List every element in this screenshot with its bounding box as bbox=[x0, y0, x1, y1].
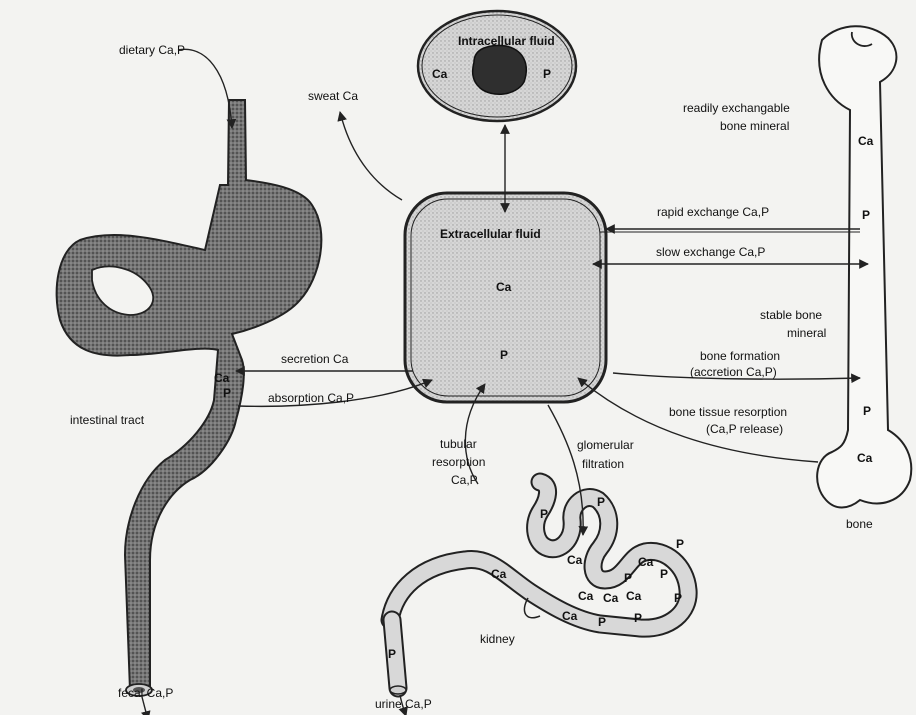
stable-bone-label-line2: mineral bbox=[787, 326, 826, 340]
intracellular-label: Intracellular fluid bbox=[458, 34, 555, 48]
kidney-ca-3: Ca bbox=[491, 567, 507, 581]
kidney-ca-2: Ca bbox=[638, 555, 654, 569]
kidney-ca-7: Ca bbox=[562, 609, 578, 623]
glomerular-label-line1: glomerular bbox=[577, 438, 634, 452]
gut-p: P bbox=[223, 386, 231, 400]
extracellular-ca: Ca bbox=[496, 280, 512, 294]
kidney-p-3: P bbox=[676, 537, 684, 551]
bone-ca-top: Ca bbox=[858, 134, 874, 148]
bone-formation-label-line2: (accretion Ca,P) bbox=[690, 365, 777, 379]
kidney-ca-1: Ca bbox=[567, 553, 583, 567]
extracellular-fluid-compartment bbox=[405, 193, 606, 402]
fecal-label: fecal Ca,P bbox=[118, 686, 173, 700]
kidney-p-4: P bbox=[624, 571, 632, 585]
dietary-intake-arrow bbox=[178, 49, 232, 128]
kidney-p-8: P bbox=[634, 611, 642, 625]
rapid-exchange-label: rapid exchange Ca,P bbox=[657, 205, 769, 219]
glomerular-label-line2: filtration bbox=[582, 457, 624, 471]
dietary-label: dietary Ca,P bbox=[119, 43, 185, 57]
extracellular-p: P bbox=[500, 348, 508, 362]
intracellular-p: P bbox=[543, 67, 551, 81]
kidney-ca-5: Ca bbox=[603, 591, 619, 605]
kidney-p-7: P bbox=[598, 615, 606, 629]
bone-resorption-label-line2: (Ca,P release) bbox=[706, 422, 783, 436]
secretion-label: secretion Ca bbox=[281, 352, 349, 366]
gut-ca: Ca bbox=[214, 371, 230, 385]
bone-resorption-label-line1: bone tissue resorption bbox=[669, 405, 787, 419]
readily-exchangable-label-line1: readily exchangable bbox=[683, 101, 790, 115]
sweat-loss-arrow bbox=[340, 112, 402, 200]
tubular-label-line3: Ca,P bbox=[451, 473, 478, 487]
stable-bone-label-line1: stable bone bbox=[760, 308, 822, 322]
bone-formation-label-line1: bone formation bbox=[700, 349, 780, 363]
sweat-label: sweat Ca bbox=[308, 89, 358, 103]
kidney-p-1: P bbox=[540, 507, 548, 521]
urine-label: urine Ca,P bbox=[375, 697, 432, 711]
kidney-p-9: P bbox=[388, 647, 396, 661]
kidney-p-6: P bbox=[674, 591, 682, 605]
kidney-ca-4: Ca bbox=[578, 589, 594, 603]
tubular-label-line2: resorption bbox=[432, 455, 485, 469]
readily-exchangable-label-line2: bone mineral bbox=[720, 119, 789, 133]
bone-p-bottom: P bbox=[863, 404, 871, 418]
bone-ca-bottom: Ca bbox=[857, 451, 873, 465]
bone-label: bone bbox=[846, 517, 873, 531]
intestinal-tract-label: intestinal tract bbox=[70, 413, 145, 427]
intracellular-fluid-cell bbox=[418, 11, 576, 121]
intracellular-ca: Ca bbox=[432, 67, 448, 81]
absorption-label: absorption Ca,P bbox=[268, 391, 354, 405]
kidney-label: kidney bbox=[480, 632, 515, 646]
kidney-ca-6: Ca bbox=[626, 589, 642, 603]
femur-bone bbox=[817, 26, 911, 507]
slow-exchange-label: slow exchange Ca,P bbox=[656, 245, 765, 259]
tubular-label-line1: tubular bbox=[440, 437, 477, 451]
extracellular-label: Extracellular fluid bbox=[440, 227, 541, 241]
kidney-p-2: P bbox=[597, 495, 605, 509]
bone-p-top: P bbox=[862, 208, 870, 222]
kidney-p-5: P bbox=[660, 567, 668, 581]
